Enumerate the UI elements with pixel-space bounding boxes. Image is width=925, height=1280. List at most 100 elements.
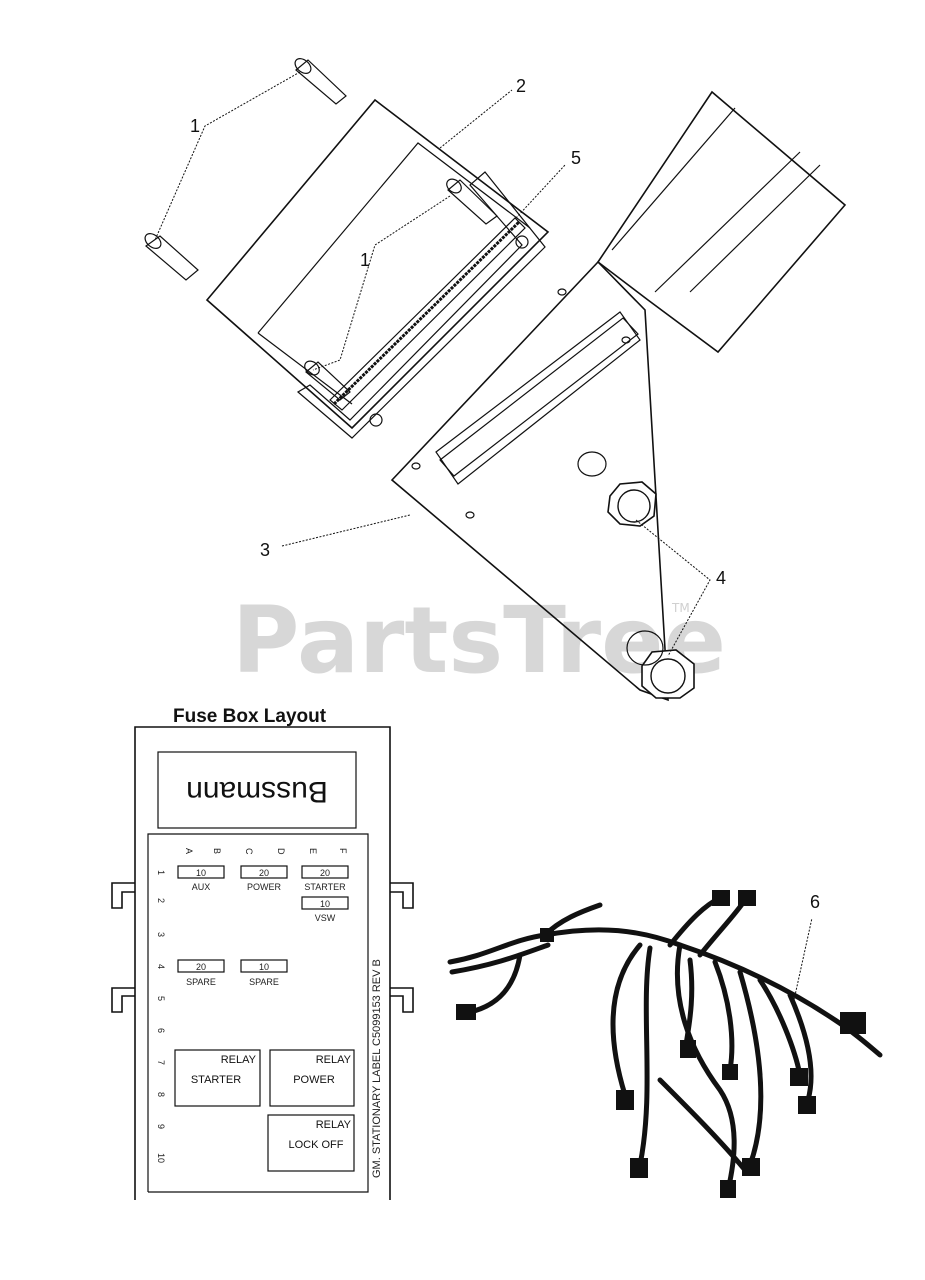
fuse-power: 20 POWER (240, 865, 288, 892)
fuse-vsw: 10 VSW (301, 896, 349, 923)
row-5: 5 (156, 996, 166, 1001)
bolt-lower (626, 630, 695, 699)
svg-text:SPARE: SPARE (249, 977, 279, 987)
wire-harness (447, 890, 883, 1198)
svg-text:STARTER: STARTER (304, 882, 346, 892)
clip-right-bottom (390, 987, 414, 1013)
mounting-bracket (390, 90, 847, 702)
svg-text:STARTER: STARTER (191, 1074, 241, 1086)
col-f: F (338, 848, 348, 854)
harness-branch-1 (610, 942, 643, 1098)
clip-left-top (111, 882, 135, 909)
gasket (329, 217, 526, 411)
harness-branch-10 (787, 992, 814, 1103)
row-9: 9 (156, 1124, 166, 1129)
screw-top (294, 58, 347, 105)
connector (720, 1180, 736, 1198)
relay-lock-off: RELAY LOCK OFF (267, 1114, 355, 1172)
col-b: B (212, 848, 222, 854)
col-d: D (276, 848, 286, 855)
callout-cover: 2 (516, 76, 526, 96)
fuse-box-title: Fuse Box Layout (173, 706, 327, 727)
screw-left (144, 233, 199, 281)
relay-starter: RELAY STARTER (174, 1049, 261, 1107)
bolt-upper (607, 481, 657, 527)
connector (680, 1040, 696, 1058)
watermark-trademark: TM (671, 601, 690, 615)
bracket-hole (577, 451, 607, 477)
harness-trunk (447, 927, 883, 1058)
svg-text:20: 20 (259, 868, 269, 878)
fuse-panel (147, 833, 369, 1193)
svg-text:RELAY: RELAY (316, 1119, 352, 1131)
connector (790, 1068, 808, 1086)
connector (798, 1096, 816, 1114)
screw-mid (446, 178, 498, 225)
svg-text:RELAY: RELAY (316, 1054, 352, 1066)
row-7: 7 (156, 1060, 166, 1065)
fuse-aux: 10 AUX (177, 865, 225, 892)
clip-left-bottom (111, 987, 135, 1013)
connector (630, 1158, 648, 1178)
svg-text:POWER: POWER (247, 882, 282, 892)
row-10: 10 (156, 1153, 166, 1163)
harness-clip (540, 928, 554, 942)
svg-text:10: 10 (196, 868, 206, 878)
svg-text:POWER: POWER (293, 1074, 335, 1086)
callout-bolts: 4 (716, 568, 726, 588)
callout-bracket: 3 (260, 540, 270, 560)
cover-assembly (144, 58, 550, 439)
screw-lower (304, 360, 351, 401)
connector (738, 890, 756, 906)
svg-text:20: 20 (196, 962, 206, 972)
bracket-plate (390, 260, 669, 702)
svg-text:10: 10 (259, 962, 269, 972)
leader-lines (154, 71, 813, 1001)
fuse-spare-c: 10 SPARE (240, 959, 288, 987)
svg-text:RELAY: RELAY (221, 1054, 257, 1066)
row-8: 8 (156, 1092, 166, 1097)
row-2: 2 (156, 898, 166, 903)
svg-text:LOCK OFF: LOCK OFF (288, 1139, 343, 1151)
connector (616, 1090, 634, 1110)
callout-screws: 1 (190, 116, 200, 136)
svg-text:VSW: VSW (315, 913, 336, 923)
svg-text:10: 10 (320, 899, 330, 909)
relay-power: RELAY POWER (269, 1049, 355, 1107)
fuse-box-side-label: GM. STATIONARY LABEL C5099153 REV B (371, 959, 383, 1178)
row-6: 6 (156, 1028, 166, 1033)
bracket-slot-rim (435, 311, 641, 485)
col-e: E (308, 848, 318, 854)
callout-gasket: 5 (571, 148, 581, 168)
svg-text:SPARE: SPARE (186, 977, 216, 987)
row-3: 3 (156, 932, 166, 937)
callout-screws-lower: 1 (360, 250, 370, 270)
svg-text:AUX: AUX (192, 882, 211, 892)
connector (742, 1158, 760, 1176)
harness-branch-left (467, 952, 523, 1015)
col-a: A (184, 848, 194, 854)
connector (722, 1064, 738, 1080)
brand-text: Bussmann (186, 775, 328, 808)
fuse-spare-a: 20 SPARE (177, 959, 225, 987)
harness-branch-7 (712, 959, 735, 1073)
harness-branch-8 (737, 969, 764, 1168)
bracket-flange (596, 90, 847, 354)
fuse-starter: 20 STARTER (301, 865, 349, 892)
brand-panel (157, 751, 357, 829)
harness-branch-9 (757, 977, 803, 1078)
row-1: 1 (156, 870, 166, 875)
screw-hole-upper (515, 235, 529, 249)
harness-branch-6 (683, 957, 695, 1048)
fuse-box-outline (134, 726, 391, 1200)
harness-branch-2 (637, 945, 653, 1168)
connector (840, 1012, 866, 1034)
col-c: C (244, 848, 254, 855)
fuse-box-cover (205, 98, 550, 430)
fuse-box-layout: Bussmann A B C D E F 1 2 3 4 5 6 7 8 9 1… (111, 726, 414, 1200)
connector (712, 890, 730, 906)
cover-inner-edge (257, 142, 531, 334)
gasket-frame (296, 171, 546, 439)
row-4: 4 (156, 964, 166, 969)
